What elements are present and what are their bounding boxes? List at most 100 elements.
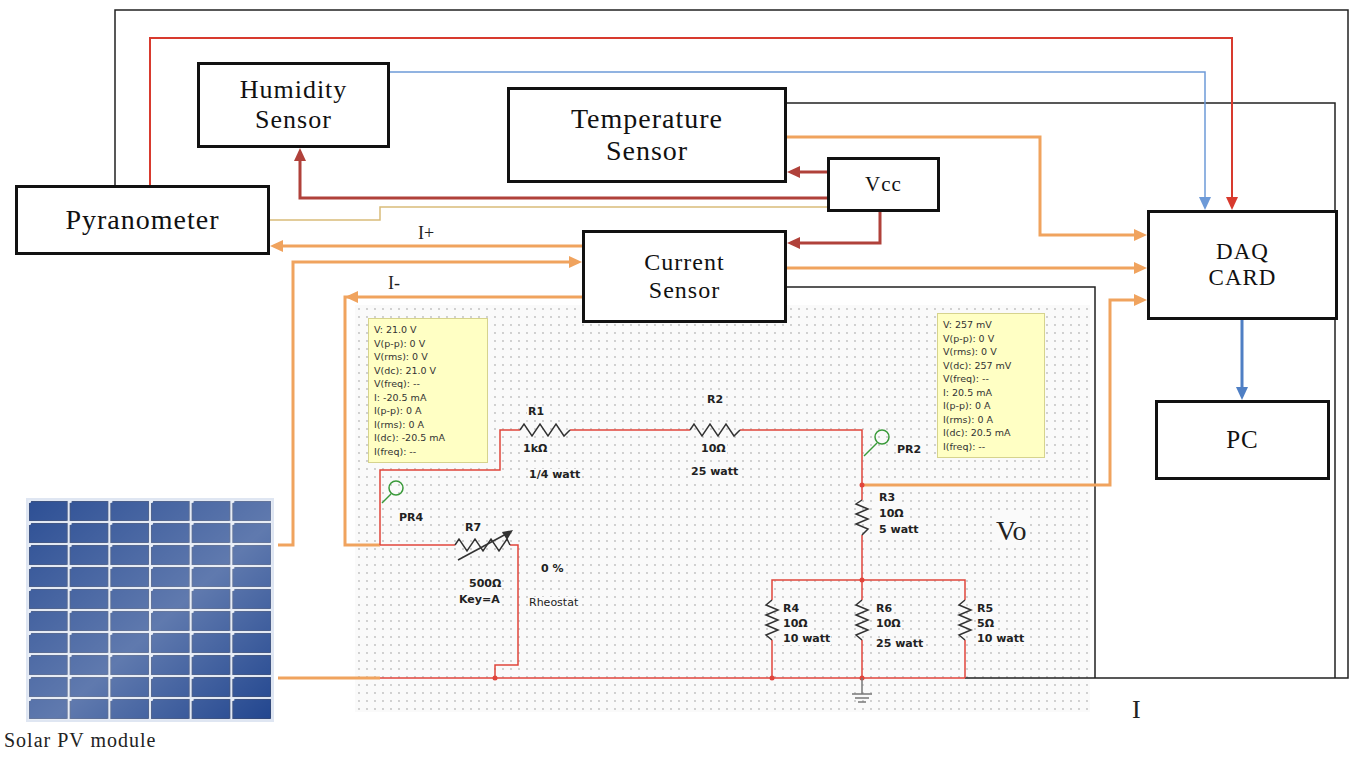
- resistor-symbol: [520, 424, 570, 436]
- node-label: Temperature Sensor: [547, 103, 747, 167]
- probe-reading: I: -20.5 mA: [374, 391, 426, 405]
- node-label: Vcc: [865, 172, 902, 196]
- connector-line: [795, 212, 880, 243]
- ground-bar: [858, 701, 866, 703]
- probe-reading: I(freq): --: [374, 445, 416, 459]
- connector: [1236, 320, 1248, 400]
- rheostat-arrow: [458, 533, 508, 560]
- probe-reading: I(freq): --: [943, 440, 985, 454]
- wire: [772, 580, 965, 600]
- connector: [787, 166, 827, 178]
- component-label: R2: [706, 394, 724, 406]
- arrow-head: [787, 166, 800, 178]
- edge-label: I+: [416, 224, 436, 244]
- arrow-head: [345, 291, 358, 303]
- probe-reading: I(dc): -20.5 mA: [374, 431, 445, 445]
- connector: [787, 137, 1147, 241]
- probe-reading: V(rms): 0 V: [374, 350, 428, 364]
- circuit-wires: [380, 430, 965, 678]
- probe-reading: I(p-p): 0 A: [374, 404, 422, 418]
- component-label: Rheostat: [528, 597, 579, 609]
- node-label: Current Sensor: [620, 249, 750, 304]
- schematic-grid: [355, 305, 1090, 712]
- arrow-head: [1134, 229, 1147, 241]
- arrow-head: [1199, 197, 1211, 210]
- connector: [270, 207, 827, 220]
- signal-label: I: [1131, 696, 1142, 725]
- component-label: 1kΩ: [522, 443, 548, 455]
- panel-cells: [28, 500, 272, 720]
- sensor-box: Humidity Sensor: [197, 62, 390, 148]
- wire: [861, 640, 863, 678]
- pc-box: PC: [1155, 400, 1330, 480]
- ground-bar: [852, 693, 872, 695]
- signal-wires: [278, 297, 1138, 678]
- connector: [390, 72, 1211, 210]
- arrow-head: [270, 240, 283, 252]
- probe-reading: I(rms): 0 A: [374, 418, 424, 432]
- resistor-symbol: [959, 600, 971, 640]
- junction-dot: [770, 676, 775, 681]
- component-label: 10Ω: [878, 508, 905, 520]
- node-label: DAQ CARD: [1188, 239, 1298, 292]
- module-caption: Solar PV module: [4, 729, 156, 752]
- node-label: Humidity Sensor: [224, 75, 364, 135]
- ground-bar: [855, 697, 869, 699]
- arrow-head: [569, 256, 582, 268]
- voltage-wire: [862, 300, 1138, 485]
- probe-reading: V: 257 mV: [943, 318, 992, 332]
- connector: [278, 256, 582, 545]
- probe-readout: V: 257 mVV(p-p): 0 VV(rms): 0 VV(dc): 25…: [937, 313, 1045, 458]
- ground-wire: [787, 103, 1335, 678]
- panel-reflection: [28, 500, 272, 720]
- component-label: 10Ω: [875, 618, 902, 630]
- resistor-symbol: [856, 500, 868, 535]
- connector-line: [278, 262, 574, 545]
- supply-box: Vcc: [827, 157, 940, 212]
- arrow-head: [1134, 262, 1147, 274]
- component-label: 10Ω: [782, 618, 809, 630]
- probe-reading: I(p-p): 0 A: [943, 399, 991, 413]
- connector: [787, 212, 880, 249]
- connector: [787, 262, 1147, 274]
- component-label: 5Ω: [976, 618, 995, 630]
- arrow-head: [787, 237, 800, 249]
- arrow-head: [1226, 197, 1238, 210]
- connector-line: [787, 267, 1139, 270]
- ground-wire: [787, 287, 1095, 678]
- wire: [964, 640, 966, 678]
- rheostat-arrow-head: [502, 530, 513, 540]
- junctions: [493, 483, 865, 681]
- connector-line: [270, 207, 827, 220]
- node-label: Pyranometer: [65, 204, 219, 236]
- solar-panel: [26, 498, 274, 722]
- component-label: R1: [527, 406, 545, 418]
- ground-wires: [115, 10, 1348, 678]
- component-label: PR4: [398, 512, 424, 524]
- sensor-box: Temperature Sensor: [507, 87, 787, 183]
- sensor-box: Current Sensor: [582, 230, 787, 323]
- connector-line: [787, 137, 1139, 235]
- resistors: [455, 424, 971, 640]
- junction-dot: [860, 578, 865, 583]
- wire: [495, 545, 518, 678]
- wire: [861, 535, 863, 600]
- component-label: Key=A: [458, 594, 501, 606]
- signal-label: Vo: [995, 516, 1028, 547]
- daq-box: DAQ CARD: [1147, 210, 1338, 320]
- probe-reading: V: 21.0 V: [374, 323, 417, 337]
- probe-reading: V(freq): --: [374, 377, 420, 391]
- component-label: 1/4 watt: [528, 469, 581, 481]
- probe-reading: I(rms): 0 A: [943, 413, 993, 427]
- resistor-symbol: [766, 600, 778, 640]
- rheostat-symbol: [455, 539, 510, 551]
- probe-reading: V(dc): 257 mV: [943, 359, 1011, 373]
- probe-reading: I(dc): 20.5 mA: [943, 426, 1011, 440]
- wire: [380, 677, 965, 679]
- component-label: R4: [782, 603, 800, 615]
- component-label: 0 %: [540, 563, 565, 575]
- resistor-symbol: [690, 424, 740, 436]
- ground-symbol: [852, 678, 872, 702]
- sensor-box: Pyranometer: [15, 185, 270, 255]
- probe-lead: [864, 443, 877, 456]
